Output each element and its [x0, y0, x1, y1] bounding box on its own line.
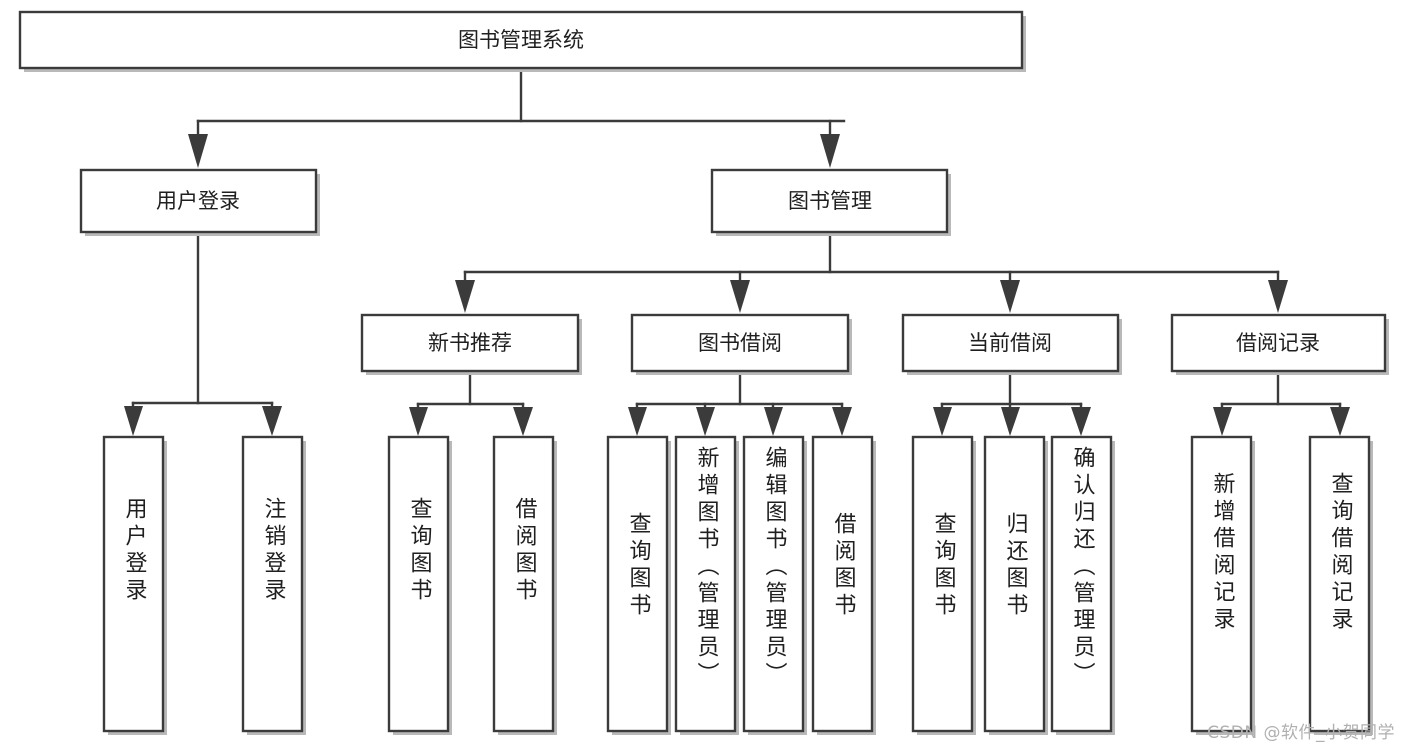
node-root-system[interactable]: 图书管理系统 [18, 10, 1026, 72]
node-book-borrow[interactable]: 图书借阅 [630, 313, 852, 375]
leaf-node-book-borrow-2[interactable] [674, 435, 739, 735]
connector-new-book-to-leaves [409, 373, 533, 436]
leaf-node-current-borrow-1[interactable] [911, 435, 976, 735]
node-borrow-records[interactable]: 借阅记录 [1170, 313, 1389, 375]
connector-user-login-to-leaves [124, 230, 282, 436]
connector-book-mgmt-to-level3 [455, 230, 1288, 313]
leaf-node-borrow-records-2[interactable] [1308, 435, 1373, 735]
connector-book-borrow-to-leaves [628, 373, 852, 436]
leaf-node-current-borrow-2[interactable] [983, 435, 1048, 735]
watermark-text: CSDN @软件_小贺同学 [1207, 723, 1395, 743]
connector-root-to-level2 [188, 66, 846, 168]
node-current-borrow-label: 当前借阅 [968, 331, 1052, 355]
leaf-node-user-login-1[interactable] [102, 435, 167, 735]
node-borrow-records-label: 借阅记录 [1236, 331, 1320, 355]
leaf-node-new-book-1[interactable] [387, 435, 452, 735]
node-current-borrow[interactable]: 当前借阅 [901, 313, 1122, 375]
leaf-node-borrow-records-1[interactable] [1190, 435, 1255, 735]
leaf-node-book-borrow-1[interactable] [606, 435, 671, 735]
node-new-book-recommend[interactable]: 新书推荐 [360, 313, 582, 375]
node-user-login-label: 用户登录 [156, 189, 240, 213]
leaf-node-new-book-2[interactable] [492, 435, 557, 735]
node-book-management[interactable]: 图书管理 [710, 168, 951, 236]
connector-borrow-records-to-leaves [1213, 373, 1350, 436]
leaf-node-user-login-2[interactable] [241, 435, 306, 735]
node-new-book-recommend-label: 新书推荐 [428, 331, 512, 355]
node-book-borrow-label: 图书借阅 [698, 331, 782, 355]
node-user-login[interactable]: 用户登录 [79, 168, 320, 236]
leaf-node-book-borrow-4[interactable] [811, 435, 876, 735]
node-book-management-label: 图书管理 [788, 189, 872, 213]
node-root-label: 图书管理系统 [458, 28, 584, 52]
leaf-node-book-borrow-3[interactable] [742, 435, 807, 735]
leaf-node-current-borrow-3[interactable] [1050, 435, 1115, 735]
connector-current-borrow-to-leaves [933, 373, 1091, 436]
